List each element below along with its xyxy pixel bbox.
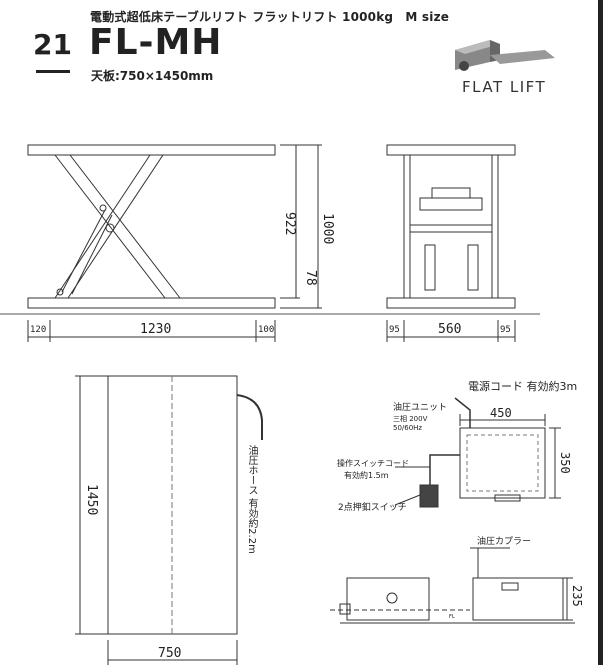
unit-side-drawing bbox=[330, 547, 575, 624]
dim-1000: 1000 bbox=[320, 213, 335, 245]
catalog-number: 21 bbox=[33, 28, 72, 61]
dim-922: 922 bbox=[282, 212, 297, 236]
spec-freq: 50/60Hz bbox=[393, 424, 423, 432]
dim-1450: 1450 bbox=[84, 484, 99, 516]
dim-235: 235 bbox=[570, 585, 584, 607]
dim-95-left: 95 bbox=[389, 325, 400, 335]
dim-560: 560 bbox=[438, 322, 462, 337]
switch-cord-length: 有効約1.5m bbox=[344, 471, 389, 480]
brand-logo-text: FLAT LIFT bbox=[462, 78, 547, 96]
dim-350: 350 bbox=[558, 452, 572, 474]
dim-1230: 1230 bbox=[140, 322, 172, 337]
switch-cord-label: 操作スイッチコード bbox=[337, 459, 409, 468]
dim-78: 78 bbox=[303, 270, 318, 286]
push-switch-label: 2点押釦スイッチ bbox=[338, 503, 407, 513]
top-view-drawing bbox=[75, 375, 263, 665]
front-view-drawing bbox=[386, 144, 516, 342]
hydraulic-unit-label: 油圧ユニット bbox=[393, 403, 448, 413]
hose-label: 油圧ホース 有効約2.2m bbox=[246, 445, 257, 554]
power-cord-label: 電源コード 有効約3m bbox=[468, 380, 578, 393]
side-view-drawing bbox=[0, 144, 540, 342]
dim-750: 750 bbox=[158, 646, 182, 661]
spec-phase: 三相 200V bbox=[393, 415, 428, 423]
table-size: 天板:750×1450mm bbox=[91, 69, 214, 83]
dim-450: 450 bbox=[490, 406, 512, 420]
catalog-number-underline bbox=[36, 70, 70, 73]
model-name: FL-MH bbox=[89, 22, 223, 63]
coupler-label: 油圧カプラー bbox=[477, 537, 532, 547]
flat-lift-logo-icon bbox=[455, 40, 555, 71]
dim-95-right: 95 bbox=[500, 325, 511, 335]
product-subtitle: 電動式超低床テーブルリフト フラットリフト 1000kg M size bbox=[90, 10, 450, 24]
hydraulic-unit-drawing bbox=[394, 397, 561, 508]
dim-100: 100 bbox=[258, 325, 275, 335]
dim-120: 120 bbox=[30, 325, 47, 335]
fl-mark: FL bbox=[449, 614, 455, 620]
page-edge-bar bbox=[598, 0, 603, 665]
